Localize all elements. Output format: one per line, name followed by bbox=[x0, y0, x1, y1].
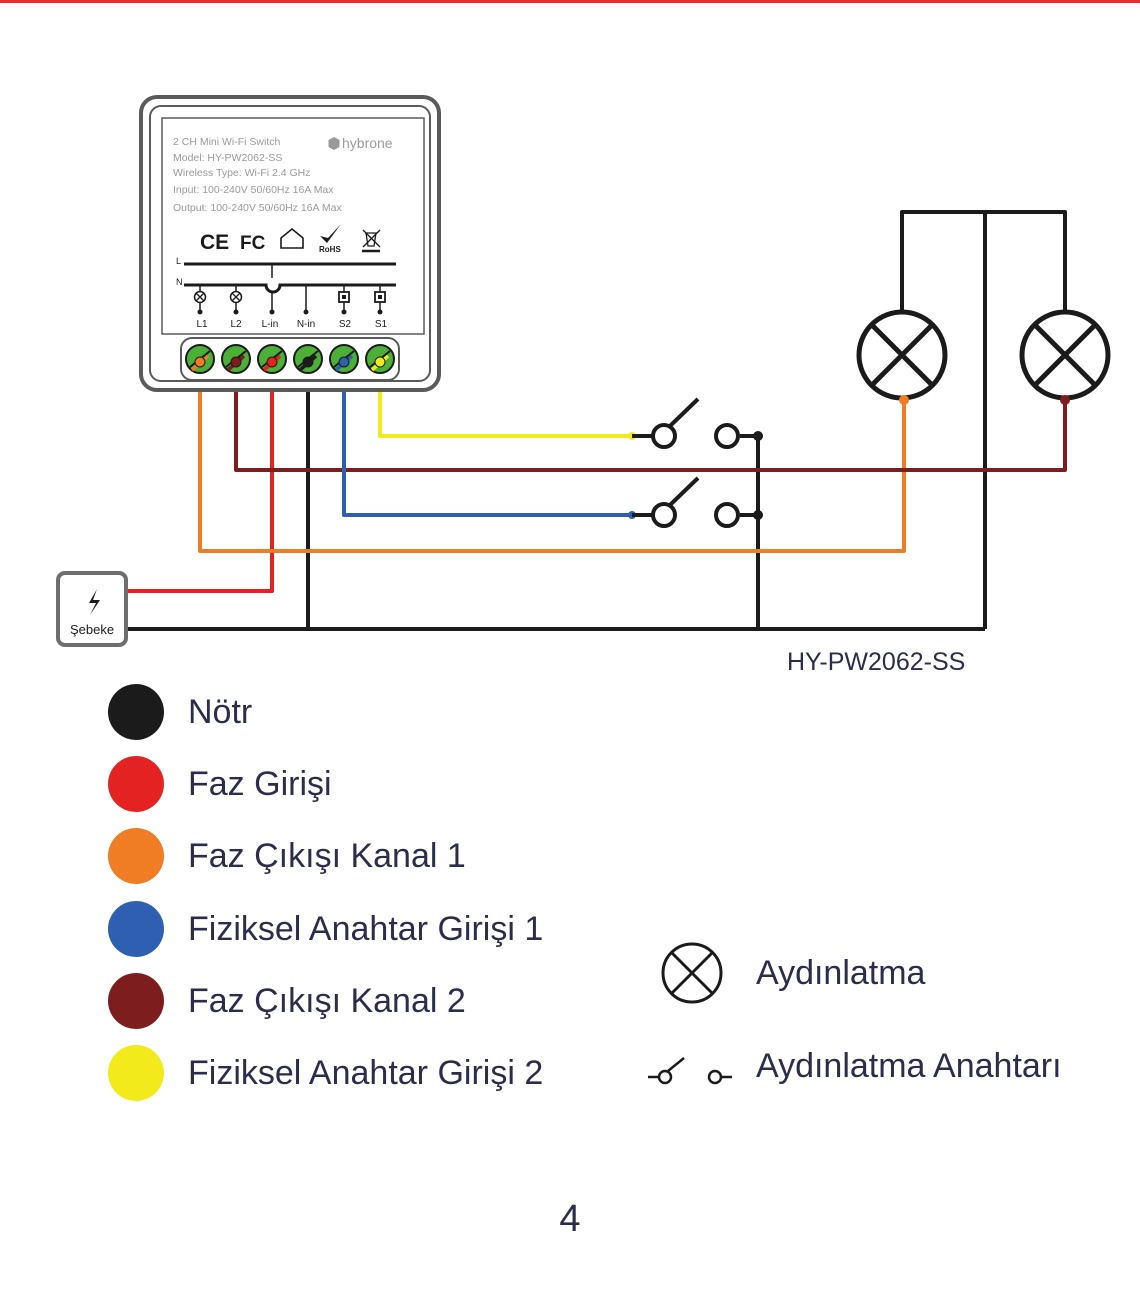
home-icon bbox=[280, 227, 304, 249]
legend-swatch bbox=[108, 973, 164, 1029]
terminal-screw-s1 bbox=[365, 344, 395, 374]
n-rail bbox=[184, 283, 396, 294]
legend-swatch bbox=[108, 756, 164, 812]
terminal-screw-l1 bbox=[185, 344, 215, 374]
terminal-screw-n-in bbox=[293, 344, 323, 374]
terminal-label-l-in: L-in bbox=[262, 319, 279, 330]
checkmark-icon bbox=[320, 224, 341, 243]
wire-switch-in-1 bbox=[342, 360, 632, 517]
legend-swatch bbox=[108, 684, 164, 740]
top-rule bbox=[0, 0, 1140, 3]
brand-logo: hybrone bbox=[328, 135, 393, 151]
legend-switch-symbol bbox=[648, 1057, 732, 1085]
mains-box: Şebeke bbox=[56, 571, 128, 647]
legend-item: Nötr bbox=[108, 684, 252, 740]
rohs-mark: RoHS bbox=[319, 245, 341, 254]
terminal-label-s2: S2 bbox=[339, 319, 352, 330]
device-label-line: Wireless Type: Wi-Fi 2.4 GHz bbox=[173, 167, 311, 179]
terminal-screw-s2 bbox=[329, 344, 359, 374]
device-label-line: 2 CH Mini Wi-Fi Switch bbox=[173, 136, 280, 148]
weee-bin-icon bbox=[362, 229, 381, 253]
lamp-2 bbox=[1019, 309, 1111, 405]
ce-mark: CE bbox=[200, 231, 229, 254]
wire-lamp-bus bbox=[900, 210, 1067, 310]
device-label-line: Model: HY-PW2062-SS bbox=[173, 152, 282, 164]
switch-symbol-label: Aydınlatma Anahtarı bbox=[756, 1047, 1062, 1085]
legend-swatch bbox=[108, 1045, 164, 1101]
legend-label: Fiziksel Anahtar Girişi 2 bbox=[188, 1053, 544, 1092]
wall-switch-1 bbox=[628, 397, 763, 449]
legend-lamp-symbol bbox=[661, 942, 723, 1004]
terminal-label-s1: S1 bbox=[375, 319, 388, 330]
terminal-label-l1: L1 bbox=[196, 319, 208, 330]
terminal-screw-l-in bbox=[257, 344, 287, 374]
lightning-icon bbox=[89, 589, 100, 615]
wire-phase-in bbox=[128, 360, 274, 593]
legend-swatch bbox=[108, 901, 164, 957]
terminal-label-l2: L2 bbox=[230, 319, 242, 330]
rail-label-n: N bbox=[176, 277, 183, 287]
wire-phase-out-1 bbox=[198, 360, 906, 553]
mains-label: Şebeke bbox=[70, 622, 114, 637]
page-number: 4 bbox=[559, 1198, 581, 1240]
legend-label: Faz Çıkışı Kanal 1 bbox=[188, 836, 466, 875]
rail-label-l: L bbox=[176, 256, 181, 266]
legend-label: Nötr bbox=[188, 692, 253, 731]
lamp-symbol-label: Aydınlatma bbox=[756, 954, 926, 992]
legend-item: Faz Çıkışı Kanal 1 bbox=[108, 828, 466, 884]
legend-swatch bbox=[108, 828, 164, 884]
model-caption: HY-PW2062-SS bbox=[787, 648, 966, 676]
terminal-screw-l2 bbox=[221, 344, 251, 374]
device-label-line: Output: 100-240V 50/60Hz 16A Max bbox=[173, 202, 342, 214]
legend-label: Fiziksel Anahtar Girişi 1 bbox=[188, 909, 544, 948]
legend-item: Fiziksel Anahtar Girişi 1 bbox=[108, 901, 543, 957]
legend-label: Faz Çıkışı Kanal 2 bbox=[188, 981, 466, 1020]
smart-switch-device: 2 CH Mini Wi-Fi Switch Model: HY-PW2062-… bbox=[139, 95, 441, 392]
device-label-line: Input: 100-240V 50/60Hz 16A Max bbox=[173, 184, 334, 196]
wall-switch-2 bbox=[628, 476, 763, 528]
legend-label: Faz Girişi bbox=[188, 764, 332, 803]
brand-name: hybrone bbox=[342, 135, 393, 151]
legend-item: Fiziksel Anahtar Girişi 2 bbox=[108, 1045, 543, 1101]
terminal-label-n-in: N-in bbox=[297, 319, 315, 330]
legend-item: Faz Çıkışı Kanal 2 bbox=[108, 973, 466, 1029]
fcc-mark: FC bbox=[240, 233, 266, 254]
wire-phase-out-2 bbox=[234, 360, 1067, 472]
lamp-1 bbox=[856, 309, 948, 405]
legend-item: Faz Girişi bbox=[108, 756, 332, 812]
hexagon-logo-icon bbox=[328, 137, 340, 150]
